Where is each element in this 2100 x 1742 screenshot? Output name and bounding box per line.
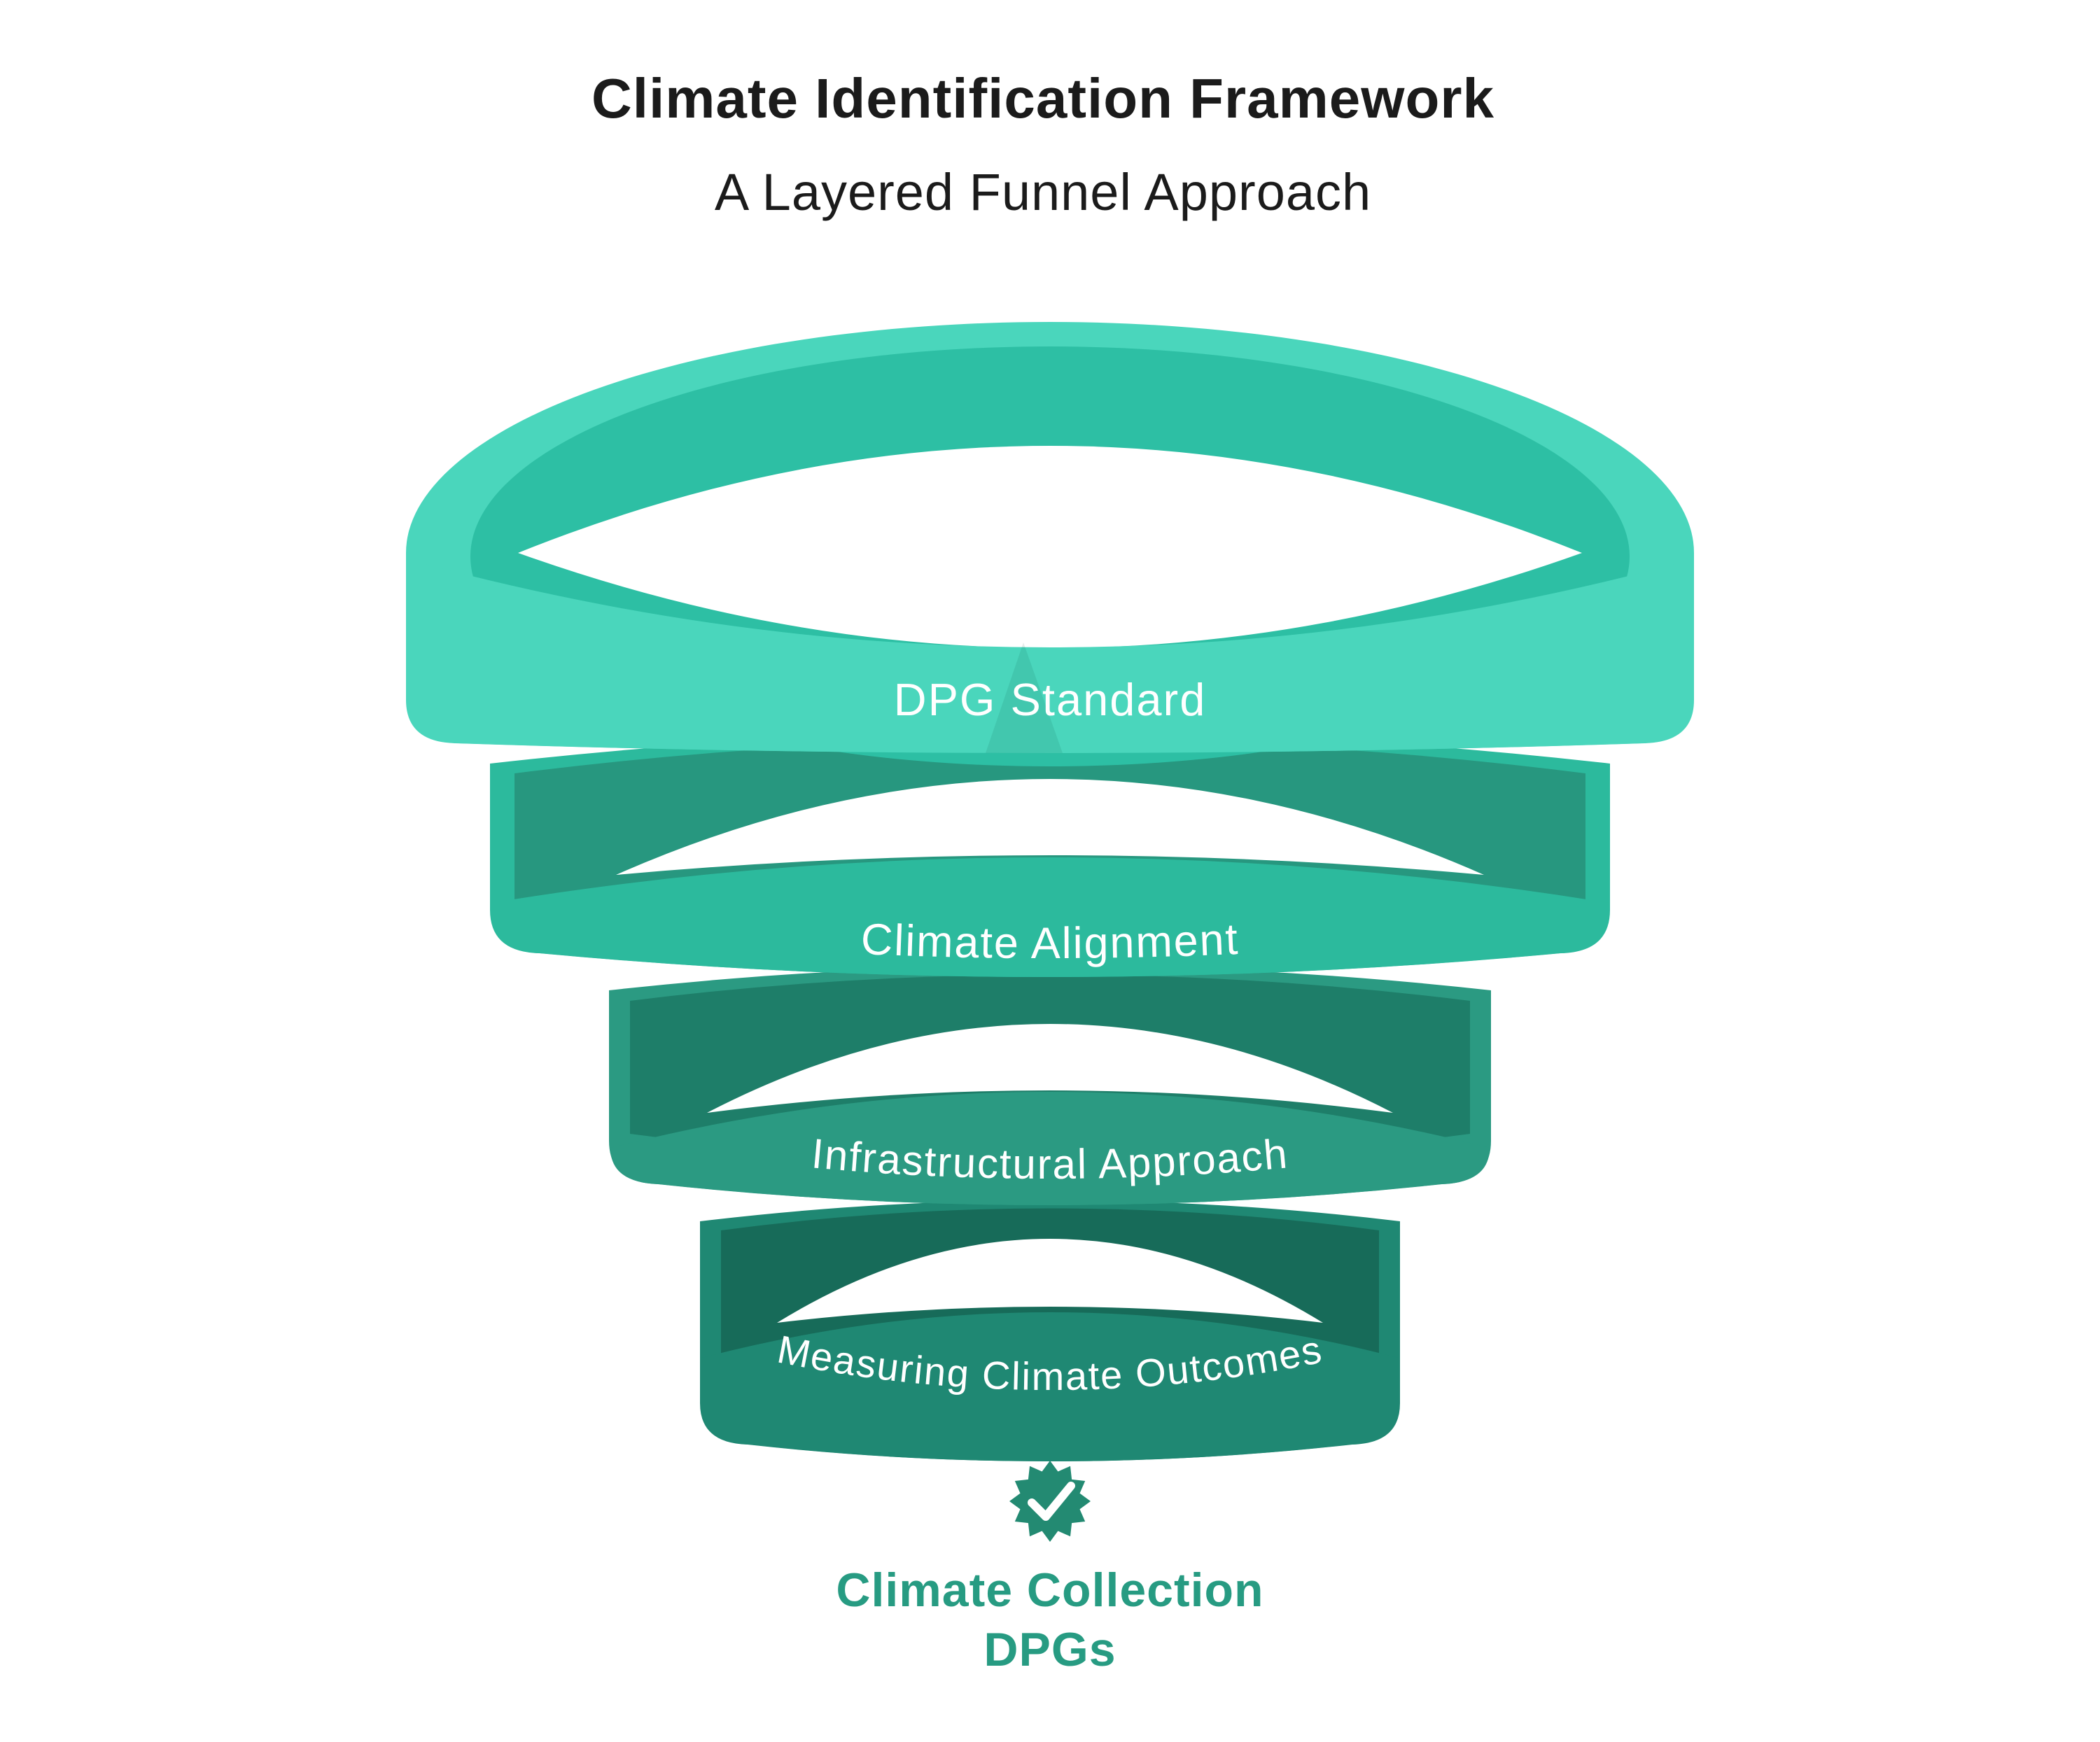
ring-hole bbox=[707, 1024, 1393, 1113]
funnel-ring-measuring-climate-outcomes: Measuring Climate Outcomes bbox=[700, 1200, 1400, 1461]
ring-label: Climate Alignment bbox=[860, 915, 1240, 968]
ring-hole bbox=[777, 1239, 1323, 1323]
funnel-ring-dpg-standard: DPG Standard bbox=[406, 322, 1694, 766]
page-title: Climate Identification Framework bbox=[592, 67, 1494, 129]
funnel-beam-shade bbox=[986, 642, 1063, 753]
badge-label-line2: DPGs bbox=[983, 1623, 1116, 1676]
funnel-ring-infrastructural-approach: Infrastructural Approach bbox=[609, 966, 1491, 1205]
page-subtitle: A Layered Funnel Approach bbox=[715, 163, 1371, 221]
badge: Climate Collection DPGs bbox=[836, 1461, 1264, 1676]
checkmark-seal-icon bbox=[1009, 1461, 1091, 1542]
ring-hole bbox=[616, 779, 1484, 875]
ring-hole bbox=[518, 446, 1582, 648]
funnel-ring-climate-alignment: Climate Alignment bbox=[490, 731, 1610, 977]
checkmark-icon bbox=[1028, 1482, 1075, 1521]
ring-front-band bbox=[610, 1092, 1490, 1205]
badge-label-line1: Climate Collection bbox=[836, 1564, 1264, 1617]
ring-front-band bbox=[702, 1312, 1398, 1461]
ring-front-band bbox=[491, 857, 1609, 977]
ring-label: DPG Standard bbox=[894, 674, 1207, 725]
ring-front-band bbox=[410, 560, 1690, 753]
